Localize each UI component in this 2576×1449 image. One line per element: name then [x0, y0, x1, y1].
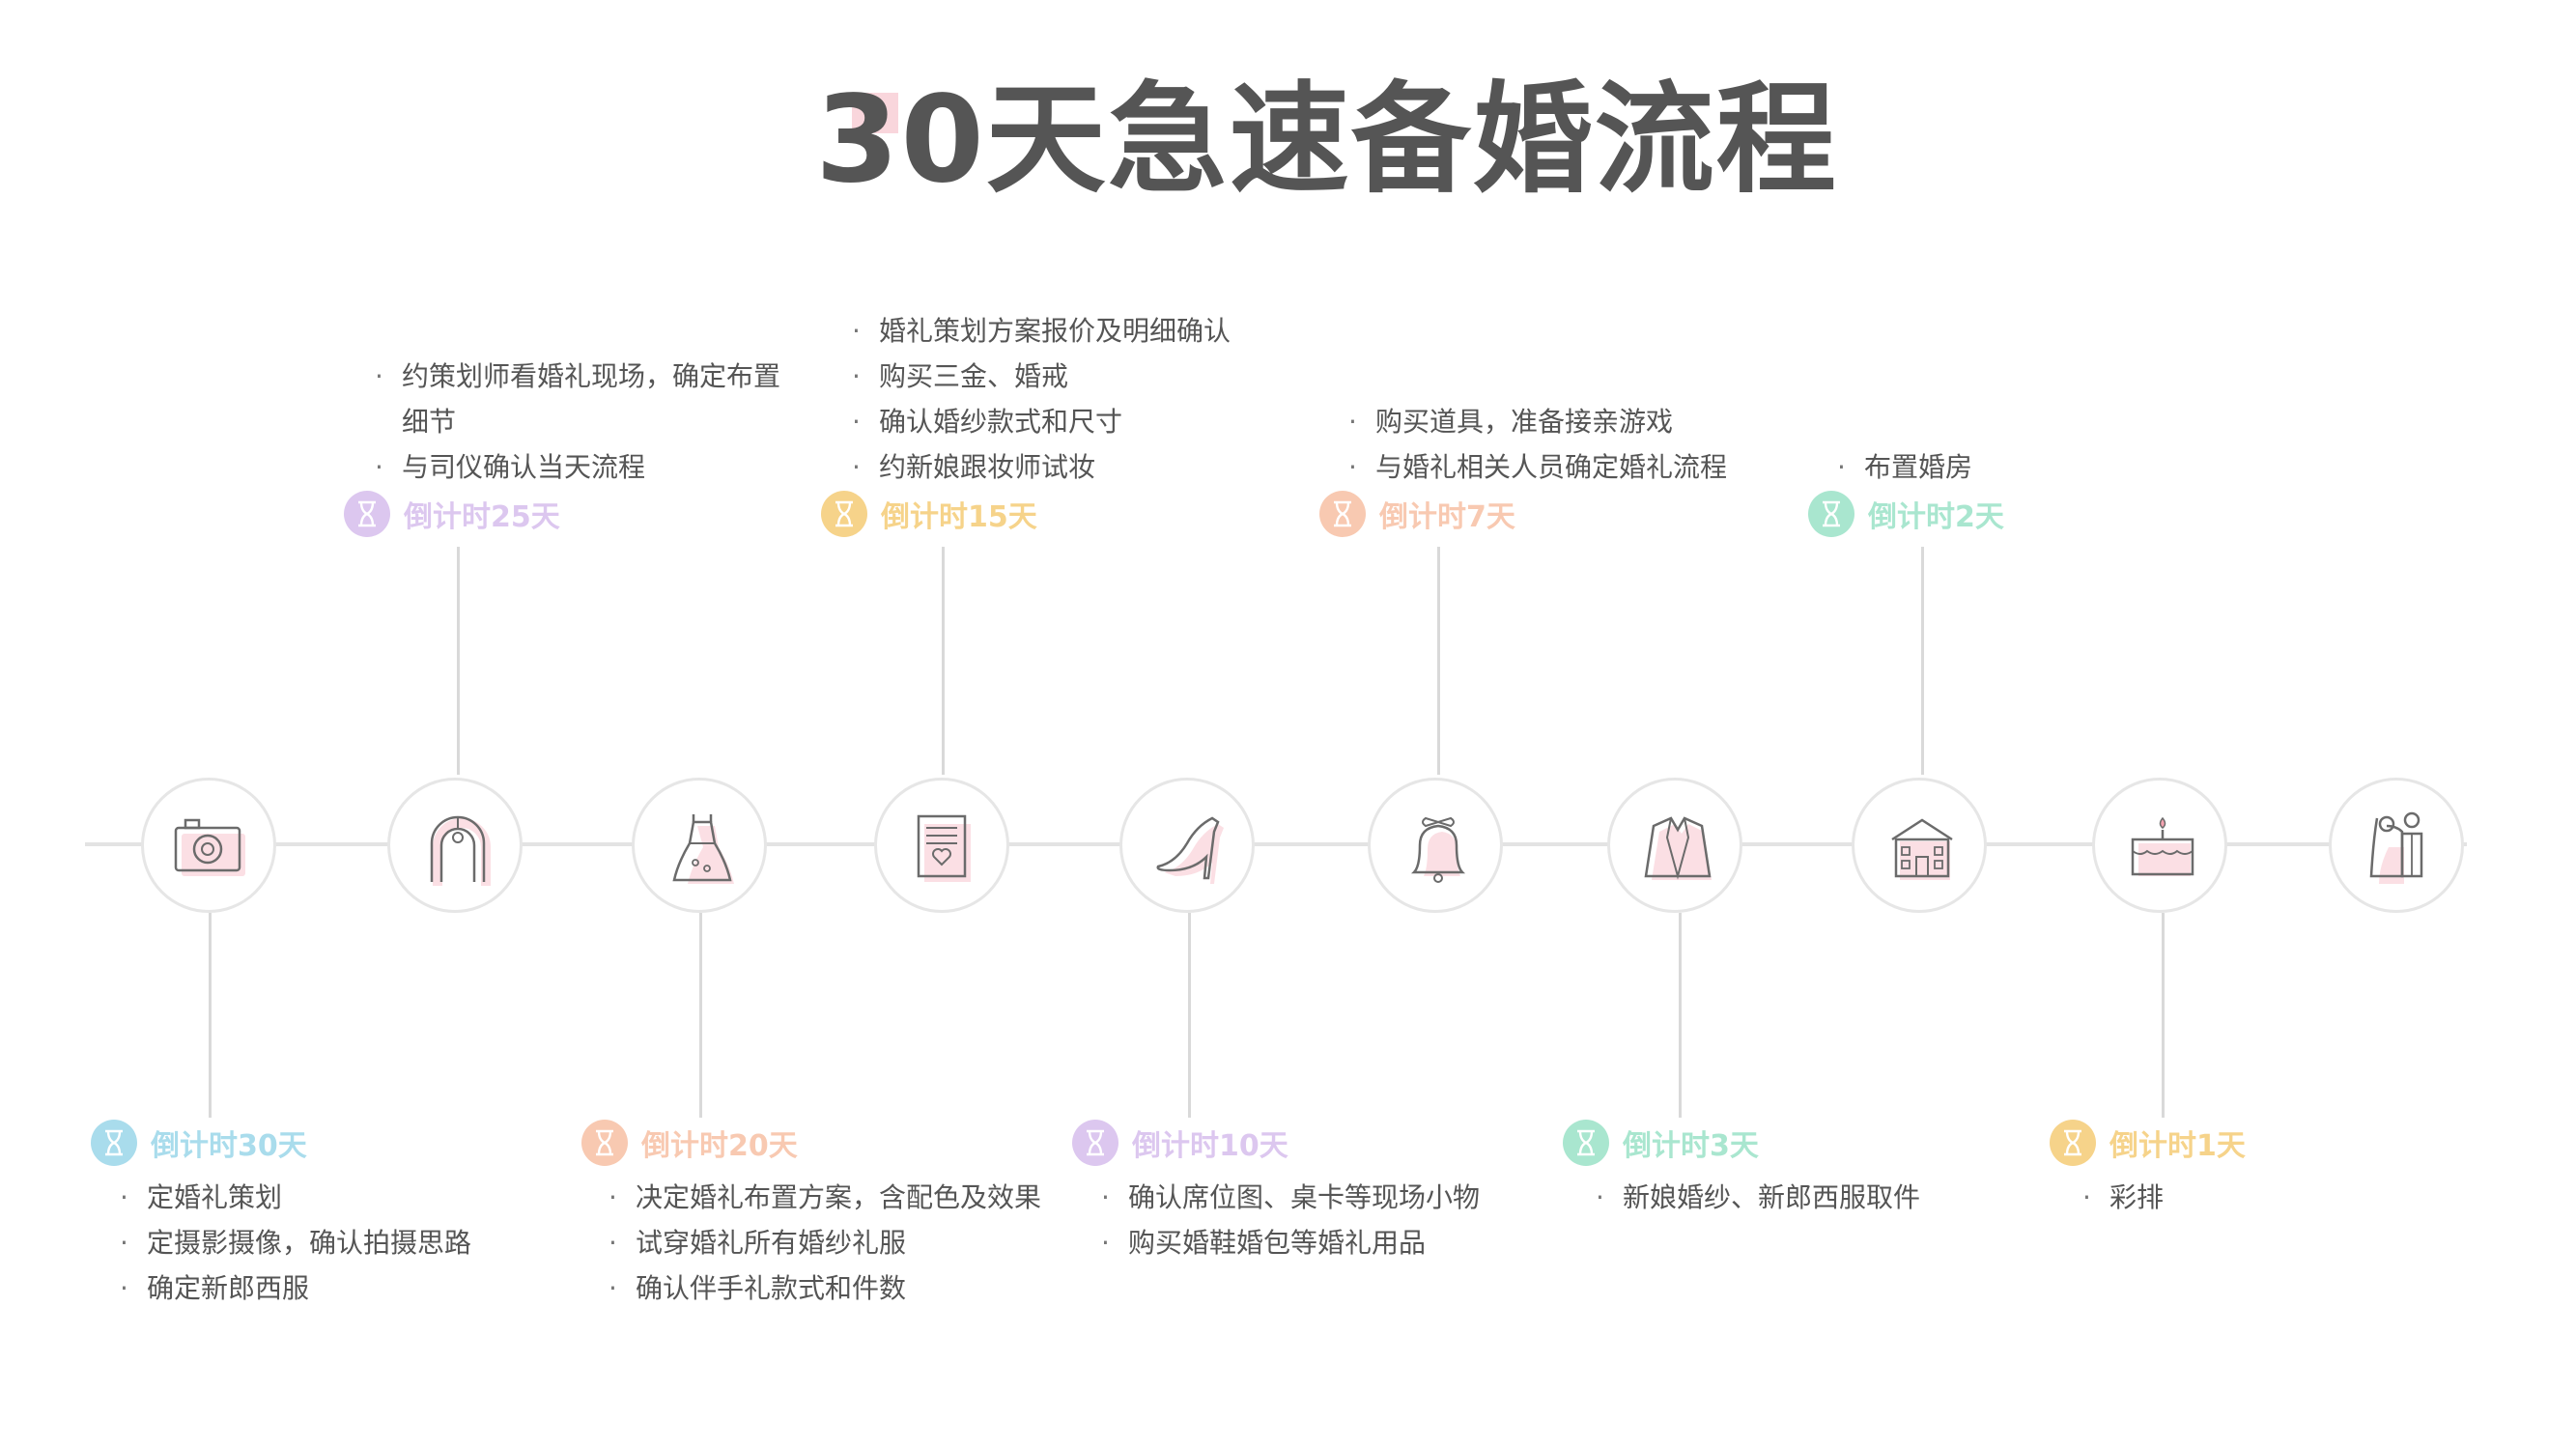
- countdown-label-7: 倒计时7天: [1319, 489, 1515, 539]
- task-list-15: 婚礼策划方案报价及明细确认 购买三金、婚戒 确认婚纱款式和尺寸 约新娘跟妆师试妆: [848, 308, 1231, 490]
- hourglass-icon: [358, 500, 376, 527]
- node-invitation: [874, 778, 1009, 913]
- title-wrap: 30天急速备婚流程: [0, 68, 2576, 213]
- hourglass-badge: [821, 491, 867, 537]
- hourglass-icon: [1087, 1129, 1104, 1156]
- list-item: 细节: [402, 406, 457, 438]
- node-shoe: [1119, 778, 1255, 913]
- countdown-text: 倒计时25天: [404, 500, 560, 534]
- task-list-7: 购买道具，准备接亲游戏 与婚礼相关人员确定婚礼流程: [1345, 399, 1727, 490]
- timeline-line: [85, 842, 2467, 846]
- list-item: 购买道具，准备接亲游戏: [1345, 399, 1727, 444]
- task-list-10: 确认席位图、桌卡等现场小物 购买婚鞋婚包等婚礼用品: [1097, 1175, 1480, 1265]
- hourglass-icon: [835, 500, 853, 527]
- suit-icon: [1644, 816, 1712, 880]
- stem-15: [942, 547, 945, 775]
- hourglass-badge: [1808, 491, 1854, 537]
- list-item: 试穿婚礼所有婚纱礼服: [605, 1220, 1041, 1265]
- hourglass-badge: [91, 1120, 137, 1166]
- countdown-text: 倒计时7天: [1379, 500, 1515, 534]
- list-item: 与婚礼相关人员确定婚礼流程: [1345, 444, 1727, 490]
- list-item: 确认席位图、桌卡等现场小物: [1097, 1175, 1480, 1220]
- list-item: 约新娘跟妆师试妆: [848, 444, 1231, 490]
- task-list-25: 约策划师看婚礼现场，确定布置 细节 与司仪确认当天流程: [371, 354, 780, 490]
- countdown-label-1: 倒计时1天: [2050, 1118, 2246, 1168]
- invitation-icon: [917, 814, 971, 882]
- list-item: 购买婚鞋婚包等婚礼用品: [1097, 1220, 1480, 1265]
- countdown-text: 倒计时3天: [1623, 1129, 1759, 1163]
- stem-1: [2162, 913, 2165, 1118]
- stem-30: [209, 913, 212, 1118]
- cake-icon: [2131, 816, 2194, 876]
- countdown-label-20: 倒计时20天: [581, 1118, 798, 1168]
- list-item: 约策划师看婚礼现场，确定布置: [371, 354, 780, 399]
- list-item: 彩排: [2079, 1175, 2164, 1220]
- node-camera: [141, 778, 276, 913]
- house-icon: [1891, 818, 1953, 880]
- list-item: 婚礼策划方案报价及明细确认: [848, 308, 1231, 354]
- countdown-text: 倒计时15天: [881, 500, 1037, 534]
- hourglass-icon: [1334, 500, 1351, 527]
- hourglass-badge: [1072, 1120, 1118, 1166]
- task-list-20: 决定婚礼布置方案，含配色及效果 试穿婚礼所有婚纱礼服 确认伴手礼款式和件数: [605, 1175, 1041, 1311]
- node-cake: [2092, 778, 2227, 913]
- hourglass-badge: [581, 1120, 628, 1166]
- stem-20: [699, 913, 702, 1118]
- hourglass-badge: [344, 491, 390, 537]
- wedding-dress-icon: [672, 814, 734, 884]
- camera-icon: [174, 818, 245, 876]
- stem-10: [1188, 913, 1191, 1118]
- countdown-text: 倒计时20天: [641, 1129, 798, 1163]
- node-house: [1852, 778, 1987, 913]
- countdown-text: 倒计时2天: [1868, 500, 2004, 534]
- list-item: 与司仪确认当天流程: [371, 444, 780, 490]
- countdown-label-3: 倒计时3天: [1563, 1118, 1759, 1168]
- countdown-label-2: 倒计时2天: [1808, 489, 2004, 539]
- hourglass-icon: [105, 1129, 123, 1156]
- task-list-30: 定婚礼策划 定摄影摄像，确认拍摄思路 确定新郎西服: [116, 1175, 471, 1311]
- node-couple: [2329, 778, 2464, 913]
- list-item: 定摄影摄像，确认拍摄思路: [116, 1220, 471, 1265]
- wedding-arch-icon: [430, 815, 491, 886]
- hourglass-icon: [1577, 1129, 1595, 1156]
- stem-7: [1437, 547, 1440, 775]
- list-item: 新娘婚纱、新郎西服取件: [1592, 1175, 1920, 1220]
- page-title: 30天急速备婚流程: [815, 71, 1838, 210]
- list-item: 定婚礼策划: [116, 1175, 471, 1220]
- countdown-label-30: 倒计时30天: [91, 1118, 307, 1168]
- list-item: 确定新郎西服: [116, 1265, 471, 1311]
- bell-icon: [1410, 816, 1466, 883]
- task-list-3: 新娘婚纱、新郎西服取件: [1592, 1175, 1920, 1220]
- list-item: 购买三金、婚戒: [848, 354, 1231, 399]
- node-bell: [1368, 778, 1503, 913]
- hourglass-icon: [1823, 500, 1840, 527]
- list-item: 决定婚礼布置方案，含配色及效果: [605, 1175, 1041, 1220]
- countdown-label-25: 倒计时25天: [344, 489, 560, 539]
- stem-3: [1679, 913, 1682, 1118]
- stem-25: [457, 547, 460, 775]
- list-item: 确认伴手礼款式和件数: [605, 1265, 1041, 1311]
- hourglass-badge: [2050, 1120, 2096, 1166]
- node-dress: [632, 778, 767, 913]
- hourglass-icon: [596, 1129, 613, 1156]
- high-heel-icon: [1156, 816, 1224, 884]
- countdown-label-15: 倒计时15天: [821, 489, 1037, 539]
- countdown-text: 倒计时30天: [151, 1129, 307, 1163]
- task-list-1: 彩排: [2079, 1175, 2164, 1220]
- list-item: 布置婚房: [1833, 444, 1972, 490]
- list-item: 确认婚纱款式和尺寸: [848, 399, 1231, 444]
- stem-2: [1921, 547, 1924, 775]
- hourglass-badge: [1319, 491, 1366, 537]
- hourglass-icon: [2064, 1129, 2081, 1156]
- countdown-label-10: 倒计时10天: [1072, 1118, 1288, 1168]
- task-list-2: 布置婚房: [1833, 444, 1972, 490]
- countdown-text: 倒计时10天: [1132, 1129, 1288, 1163]
- countdown-text: 倒计时1天: [2109, 1129, 2246, 1163]
- node-arch: [387, 778, 523, 913]
- title-accent: [852, 93, 898, 133]
- bride-groom-icon: [2369, 811, 2423, 884]
- node-suit: [1607, 778, 1742, 913]
- hourglass-badge: [1563, 1120, 1609, 1166]
